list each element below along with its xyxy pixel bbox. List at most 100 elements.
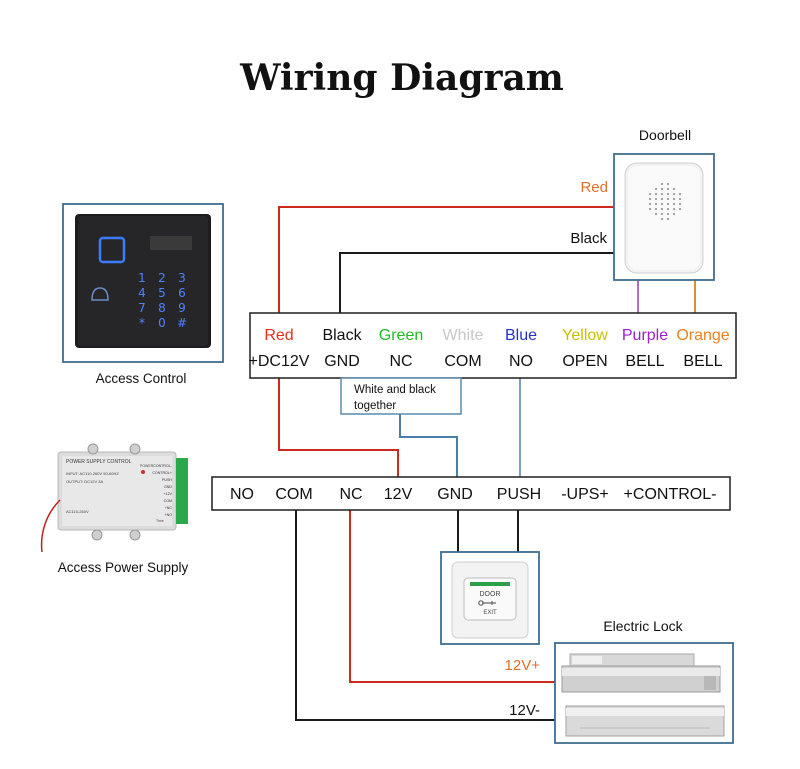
psu-output-text: OUTPUT: DC12V 3A xyxy=(66,479,103,484)
exit-button-exit-text: EXIT xyxy=(483,610,497,616)
controller-wire-color-2: Black xyxy=(322,327,362,344)
speaker-hole xyxy=(672,192,676,196)
doorbell-red-wire xyxy=(278,206,614,313)
keypad-key: 7 xyxy=(138,301,146,315)
psu-time-text: Time xyxy=(156,519,164,523)
speaker-hole xyxy=(648,202,652,206)
keypad-key: 6 xyxy=(178,286,186,300)
psu-device-terminal-label: +NC xyxy=(165,506,173,510)
doorbell-label: Doorbell xyxy=(639,127,691,143)
speaker-hole xyxy=(666,192,670,196)
psu-terminal-3: NC xyxy=(339,486,362,503)
speaker-hole xyxy=(666,187,670,191)
psu-nc-to-lock-positive-wire xyxy=(349,510,555,683)
controller-terminal-strip xyxy=(249,312,737,379)
speaker-hole xyxy=(660,197,664,201)
speaker-hole xyxy=(654,187,658,191)
speaker-hole xyxy=(660,182,664,186)
speaker-hole xyxy=(672,187,676,191)
power-supply-device: POWER SUPPLY CONTROL INPUT: AC110-260V 5… xyxy=(40,443,188,553)
power-supply-label: Access Power Supply xyxy=(58,560,189,575)
keypad-key: 0 xyxy=(158,316,166,330)
psu-terminal-6: PUSH xyxy=(497,486,541,503)
speaker-hole xyxy=(666,182,670,186)
speaker-hole xyxy=(672,212,676,216)
speaker-hole xyxy=(678,202,682,206)
controller-wire-color-4: White xyxy=(443,327,484,344)
speaker-hole xyxy=(678,197,682,201)
gnd-com-to-psu-gnd-wire xyxy=(399,414,458,477)
doorbell-device xyxy=(624,162,704,274)
psu-device-terminal-label: CONTROL- xyxy=(153,464,173,468)
speaker-hole xyxy=(660,207,664,211)
speaker-hole xyxy=(666,202,670,206)
controller-terminal-pin-8: BELL xyxy=(683,353,722,370)
speaker-hole xyxy=(666,197,670,201)
keypad-key: 4 xyxy=(138,286,146,300)
speaker-hole xyxy=(660,192,664,196)
electric-lock-device xyxy=(561,653,725,737)
speaker-hole xyxy=(678,192,682,196)
exit-button-door-text: DOOR xyxy=(480,591,501,598)
controller-terminals: Red+DC12VBlackGNDGreenNCWhiteCOMBlueNOYe… xyxy=(249,327,730,370)
psu-terminal-strip xyxy=(211,476,731,511)
speaker-hole xyxy=(654,207,658,211)
speaker-hole xyxy=(660,202,664,206)
controller-terminal-pin-6: OPEN xyxy=(562,353,607,370)
speaker-hole xyxy=(666,217,670,221)
keypad-key: 5 xyxy=(158,286,166,300)
speaker-hole xyxy=(660,187,664,191)
controller-wire-color-8: Orange xyxy=(676,327,729,344)
psu-terminal-8: +CONTROL- xyxy=(624,486,717,503)
electric-lock-frame xyxy=(554,642,734,744)
speaker-hole xyxy=(672,207,676,211)
speaker-hole xyxy=(654,192,658,196)
controller-terminal-pin-1: +DC12V xyxy=(249,353,310,370)
keypad-key: 9 xyxy=(178,301,186,315)
controller-terminal-pin-3: NC xyxy=(389,353,412,370)
psu-power-text: POWER xyxy=(140,464,154,468)
doorbell-black-label: Black xyxy=(570,230,607,247)
controller-terminal-pin-2: GND xyxy=(324,353,360,370)
psu-input-text: INPUT: AC110-260V 50-60HZ xyxy=(66,471,119,476)
keypad-key: # xyxy=(177,316,187,330)
psu-device-terminal-label: +NO xyxy=(165,513,173,517)
psu-device-terminal-label: +12V xyxy=(164,492,173,496)
doorbell-frame xyxy=(613,153,715,281)
keypad-key: 8 xyxy=(158,301,166,315)
access-control-label: Access Control xyxy=(96,371,187,386)
speaker-hole xyxy=(678,207,682,211)
page-title: Wiring Diagram xyxy=(239,57,564,99)
speaker-hole xyxy=(660,212,664,216)
white-black-note: White and black together xyxy=(354,384,439,412)
speaker-hole xyxy=(660,217,664,221)
lock-positive-label: 12V+ xyxy=(505,657,541,674)
psu-device-terminal-label: COM xyxy=(164,499,172,503)
dc12v-to-psu-12v-wire xyxy=(278,378,399,477)
keypad-key: 2 xyxy=(158,271,166,285)
controller-wire-color-6: Yellow xyxy=(562,327,608,344)
psu-header-text: POWER SUPPLY CONTROL xyxy=(66,459,132,465)
speaker-hole xyxy=(648,207,652,211)
controller-terminal-pin-7: BELL xyxy=(625,353,664,370)
wires xyxy=(278,206,696,721)
psu-voltage-text: AC110-260V xyxy=(66,509,89,514)
psu-terminal-2: COM xyxy=(275,486,312,503)
psu-com-to-lock-negative-wire xyxy=(295,510,555,721)
speaker-hole xyxy=(648,197,652,201)
psu-terminal-4: 12V xyxy=(384,486,413,503)
exit-button-frame xyxy=(440,551,540,645)
controller-terminal-pin-4: COM xyxy=(444,353,481,370)
speaker-hole xyxy=(666,212,670,216)
psu-terminal-1: NO xyxy=(230,486,254,503)
controller-wire-color-5: Blue xyxy=(505,327,537,344)
white-black-note-box xyxy=(340,377,462,415)
speaker-hole xyxy=(654,202,658,206)
speaker-hole xyxy=(654,212,658,216)
speaker-hole xyxy=(654,197,658,201)
psu-terminal-5: GND xyxy=(437,486,473,503)
keypad-key: 1 xyxy=(138,271,146,285)
